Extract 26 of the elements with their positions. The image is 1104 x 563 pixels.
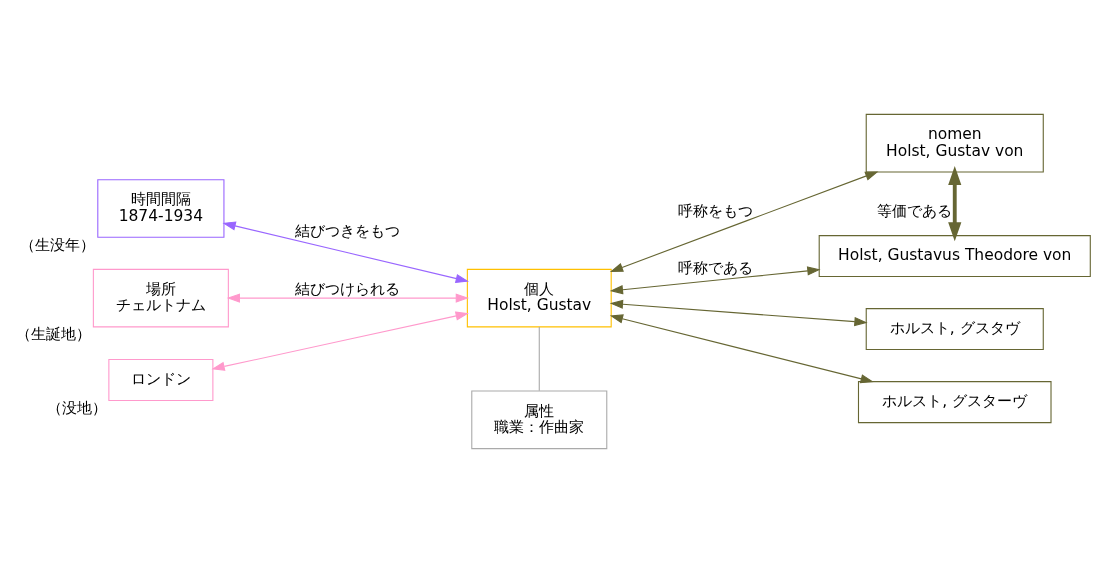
edge-label: 結びつきをもつ (295, 222, 401, 241)
edge-label: 結びつけられる (295, 279, 401, 298)
node-box: 属性 職業：作曲家 (471, 390, 608, 450)
arrow (948, 166, 962, 242)
connector (538, 326, 540, 392)
node-box: ホルスト, グスターヴ (857, 381, 1052, 424)
edge-label: 呼称である (677, 258, 753, 277)
arrow (222, 221, 469, 284)
arrow (609, 314, 874, 384)
node-box: ロンドン (108, 358, 214, 401)
arrow (211, 311, 469, 371)
node-label: （生誕地） (16, 325, 92, 344)
arrow (226, 293, 469, 303)
node-box: 場所 チェルトナム (92, 268, 229, 328)
node-box: Holst, Gustavus Theodore von (818, 235, 1091, 278)
edge-label: 等価である (877, 202, 953, 221)
node-label: （没地） (46, 398, 107, 417)
node-box: ホルスト, グスタヴ (865, 308, 1044, 351)
node-box: 時間間隔 1874-1934 (97, 179, 225, 238)
node-label: （生没年） (20, 235, 96, 254)
arrow (609, 299, 868, 327)
edge-label: 呼称をもつ (677, 202, 753, 221)
node-box: nomen Holst, Gustav von (865, 113, 1044, 173)
arrow (609, 266, 821, 295)
node-box: 個人 Holst, Gustav (466, 268, 612, 328)
arrow (609, 171, 879, 273)
